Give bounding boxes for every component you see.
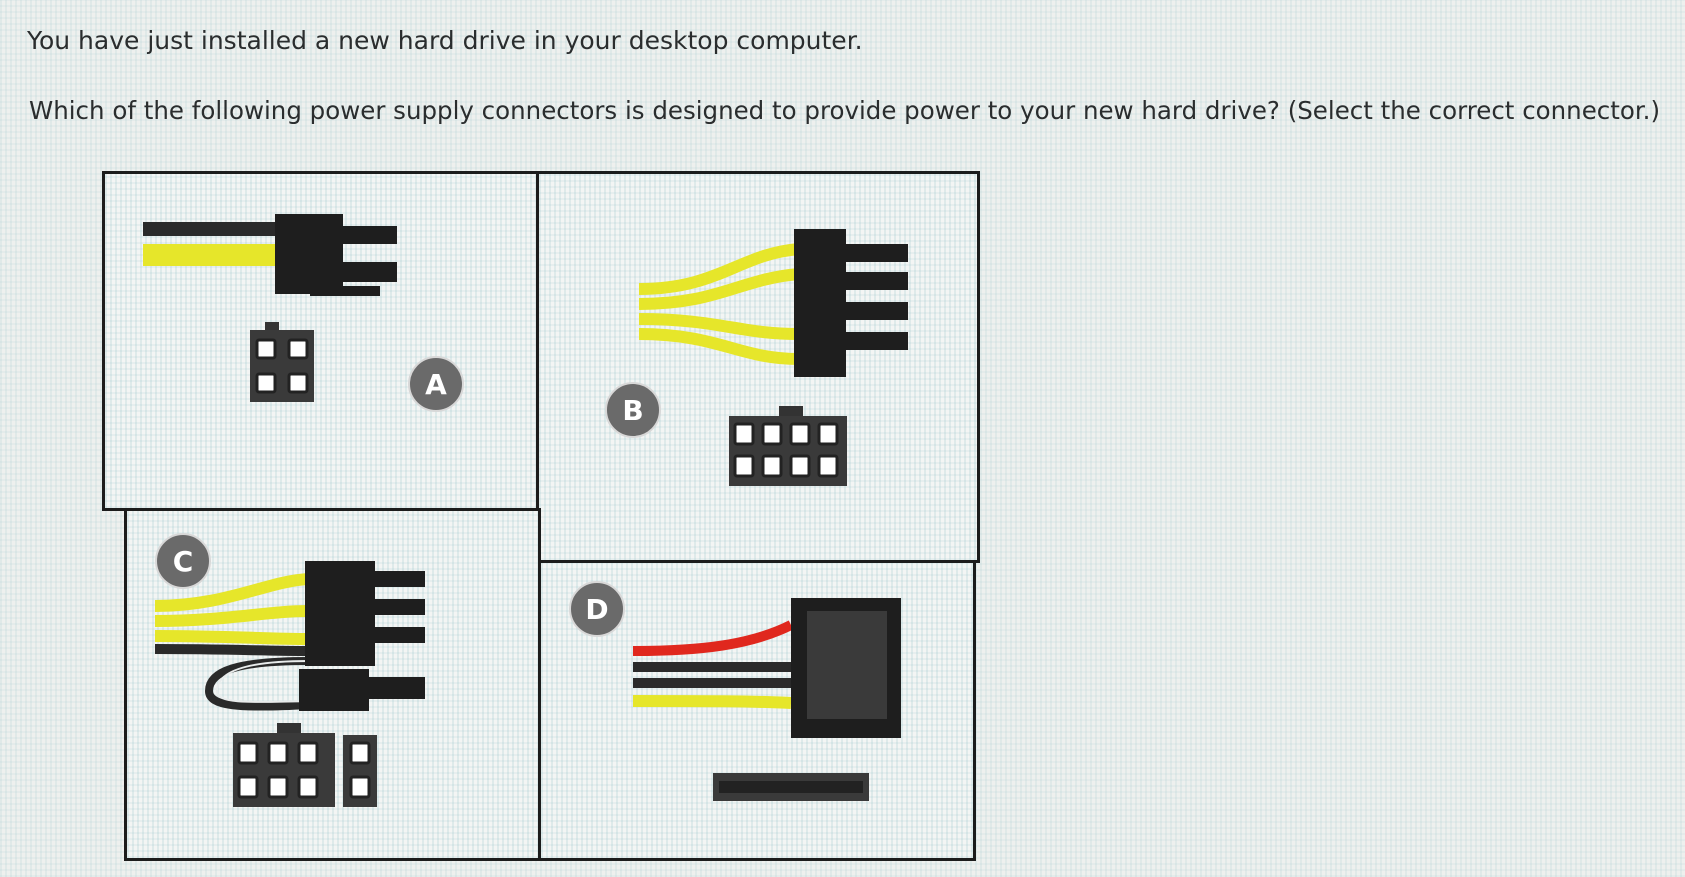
- option-c[interactable]: C: [124, 508, 541, 861]
- 6-plus-2-pin-connector-icon: [154, 561, 425, 807]
- option-d-badge: D: [569, 581, 625, 637]
- sata-power-connector-icon: [632, 598, 901, 801]
- option-d[interactable]: D: [538, 560, 976, 861]
- option-b[interactable]: B: [536, 171, 980, 563]
- molex-connector-icon: [638, 229, 908, 486]
- question-prompt: Which of the following power supply conn…: [29, 96, 1661, 125]
- 4-pin-connector-icon: [143, 214, 397, 402]
- option-a-badge: A: [408, 356, 464, 412]
- option-a[interactable]: A: [102, 171, 539, 511]
- connector-options-grid: A B: [102, 171, 980, 861]
- option-c-badge: C: [155, 533, 211, 589]
- option-b-badge: B: [605, 382, 661, 438]
- question-intro: You have just installed a new hard drive…: [27, 26, 863, 55]
